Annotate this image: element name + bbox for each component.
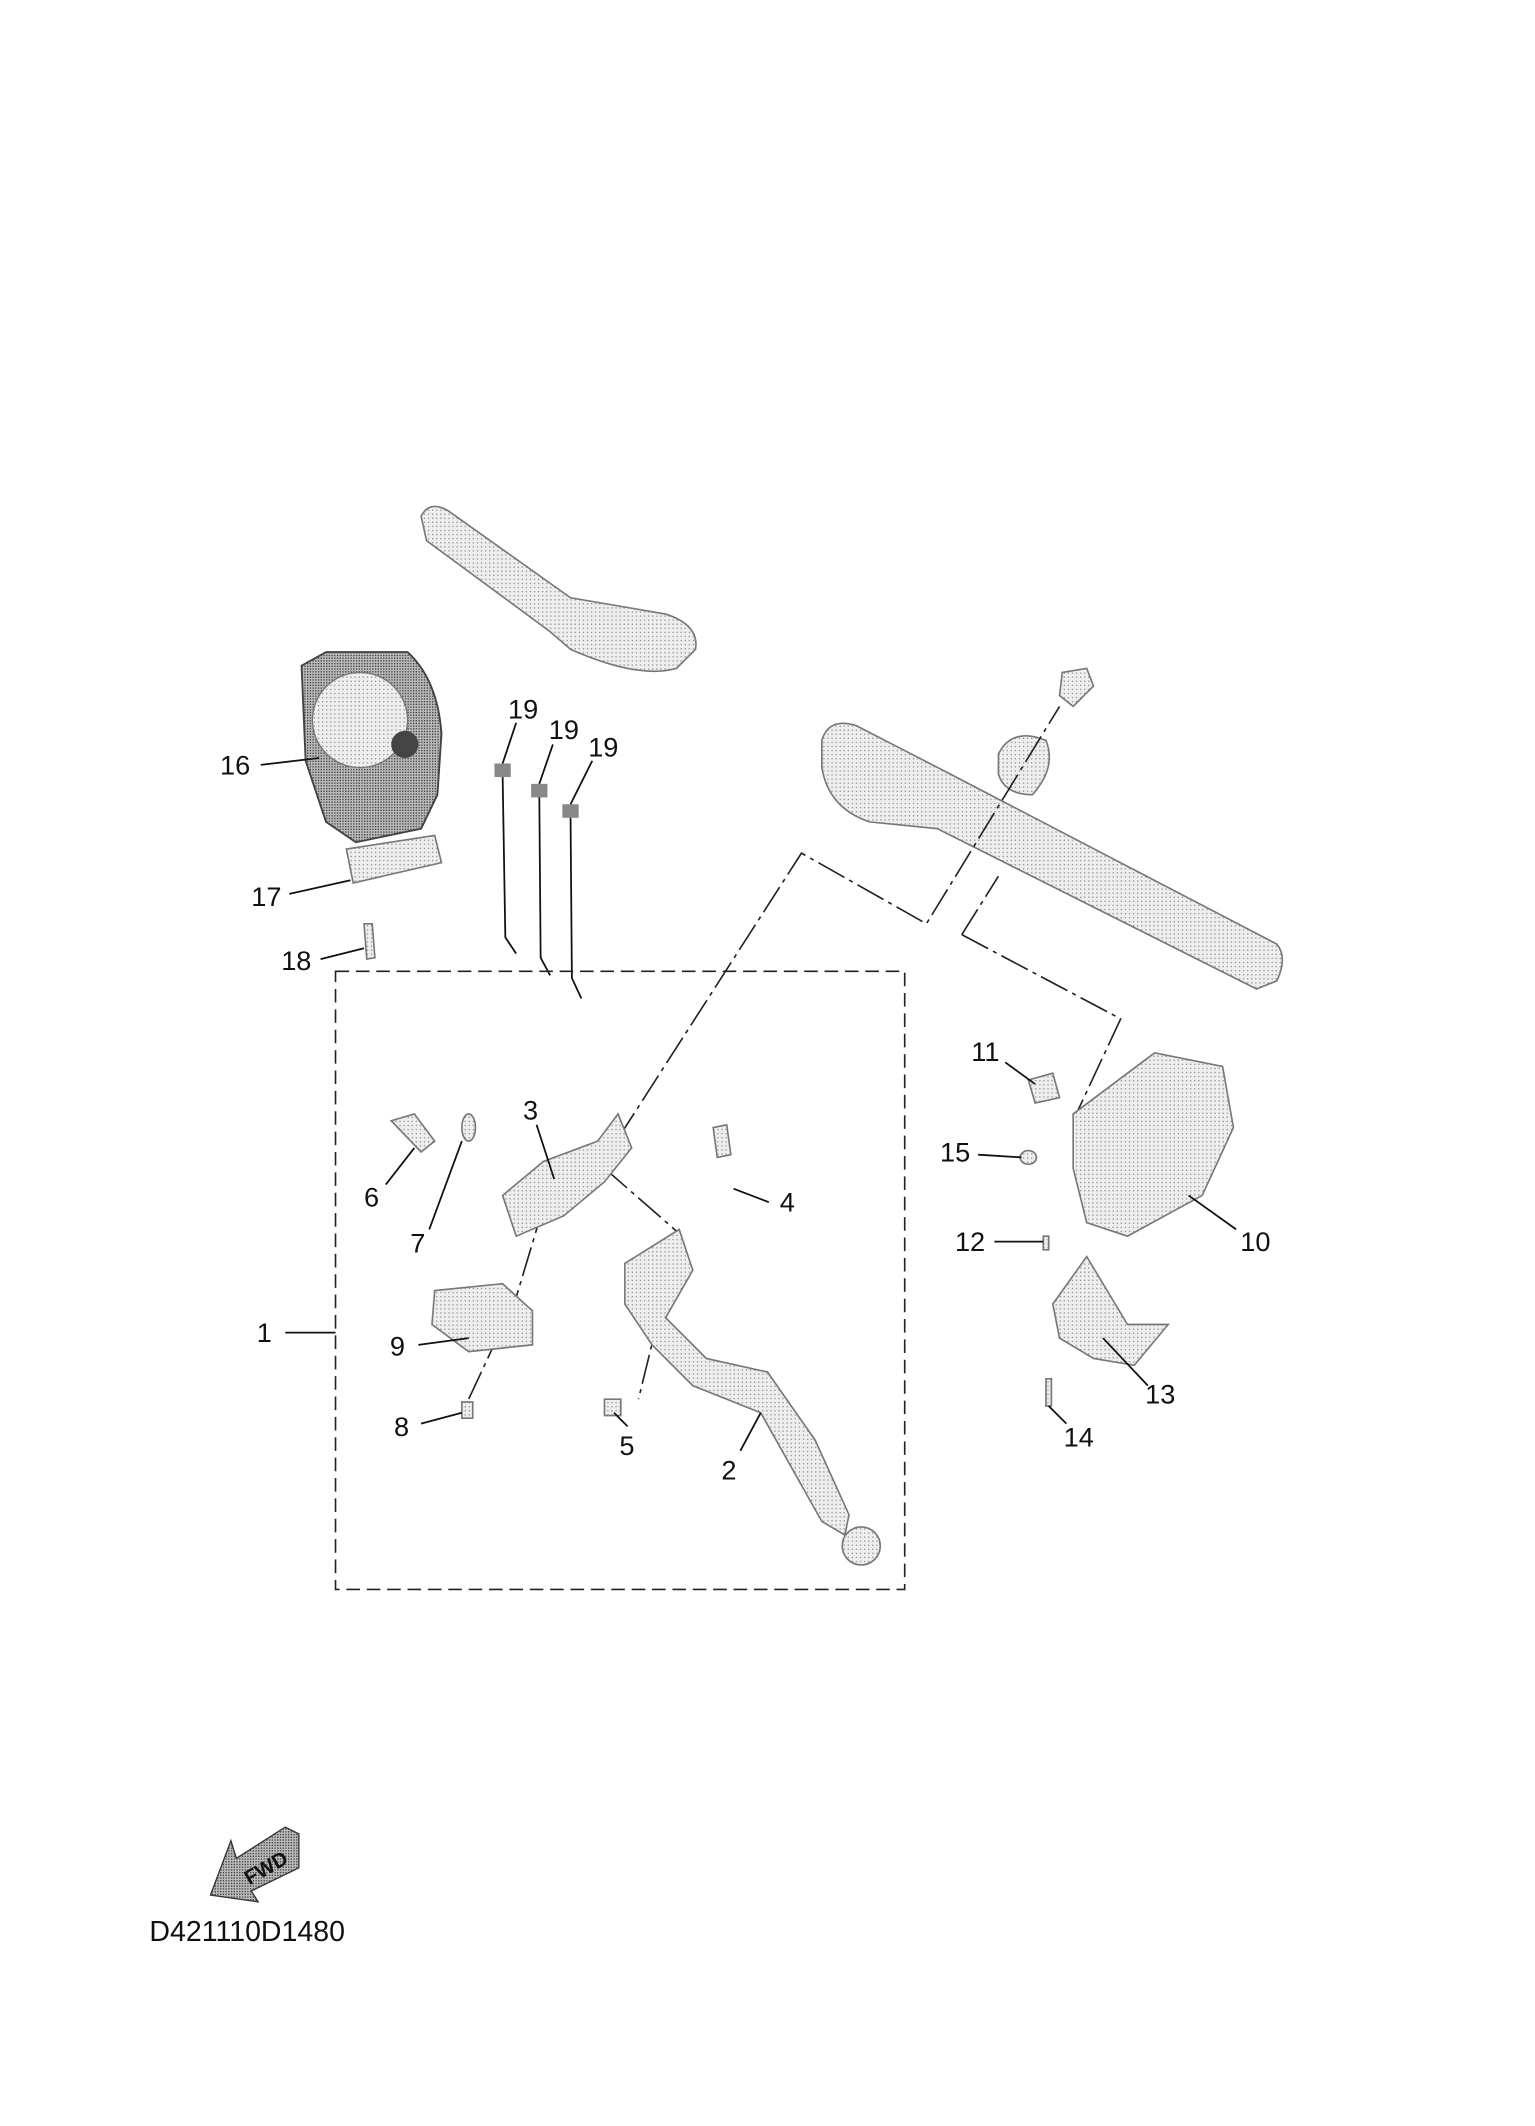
- callout-6: 6: [364, 1181, 379, 1212]
- callout-4: 4: [780, 1187, 795, 1218]
- callout-14: 14: [1064, 1422, 1094, 1453]
- part-16-switch-housing: [300, 651, 443, 961]
- callout-19: 19: [549, 714, 579, 745]
- callout-1: 1: [257, 1317, 272, 1348]
- callout-10: 10: [1240, 1226, 1270, 1257]
- callout-18: 18: [281, 945, 311, 976]
- callout-12: 12: [955, 1226, 985, 1257]
- callout-19: 19: [508, 694, 538, 725]
- callout-5: 5: [619, 1430, 634, 1461]
- diagram-code: D421110D1480: [149, 1916, 345, 1948]
- callout-11: 11: [971, 1036, 999, 1067]
- fwd-arrow-icon: FWD: [209, 1826, 300, 1903]
- callout-17: 17: [251, 881, 281, 912]
- left-handlebar: [420, 505, 697, 673]
- part-19-cable-ties: [494, 763, 583, 999]
- right-switch-parts: [1019, 1051, 1235, 1407]
- callout-3: 3: [523, 1094, 538, 1125]
- callout-13: 13: [1145, 1378, 1175, 1409]
- callout-15: 15: [940, 1136, 970, 1167]
- callout-19: 19: [588, 732, 618, 763]
- callout-8: 8: [394, 1411, 409, 1442]
- leader-lines: [260, 722, 1237, 1452]
- right-handlebar: [821, 667, 1284, 990]
- callout-9: 9: [390, 1331, 405, 1362]
- lever-assembly-parts: [389, 1112, 882, 1566]
- assembly-1-boundary: [334, 970, 906, 1591]
- callout-7: 7: [410, 1227, 425, 1258]
- callout-16: 16: [220, 749, 250, 780]
- callout-2: 2: [721, 1454, 736, 1485]
